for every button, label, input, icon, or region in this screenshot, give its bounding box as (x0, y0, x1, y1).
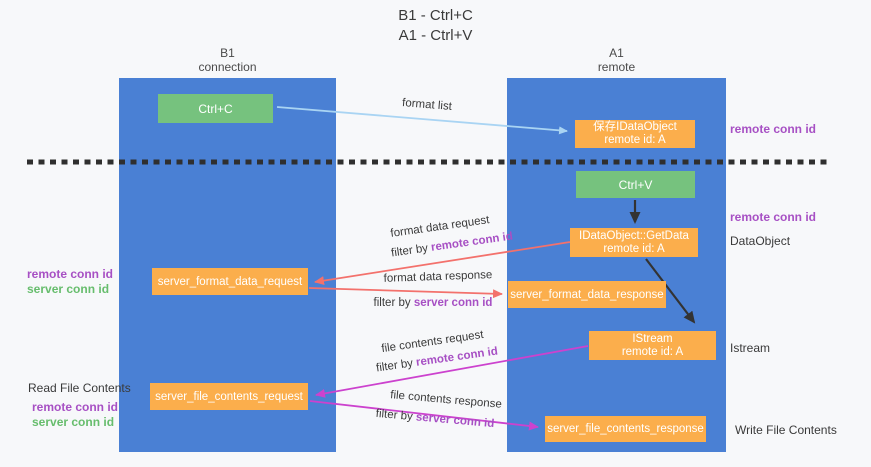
remote-conn-id-label-mid: remote conn id (730, 210, 817, 224)
server-file-contents-response-label: server_file_contents_response (547, 423, 704, 435)
format-list-label: format list (401, 97, 453, 113)
left-remote-conn-id-label: remote conn id (27, 267, 114, 281)
filter-prefix: filter by (390, 242, 429, 260)
lane-a1-name: A1 (609, 46, 624, 60)
lane-b1-name: B1 (220, 46, 235, 60)
save-idataobject-line1: 保存IDataObject (593, 121, 677, 133)
ctrl-v-label: Ctrl+V (618, 177, 653, 192)
filter-id-server-conn: server conn id (413, 297, 493, 309)
file-contents-response-label: file contents response (389, 389, 503, 411)
filter-id-server-conn: server conn id (415, 411, 495, 431)
left-server-conn-id-label: server conn id (27, 282, 110, 296)
server-file-contents-request-box: server_file_contents_request (150, 383, 308, 410)
save-idataobject-box: 保存IDataObject remote id: A (575, 120, 695, 148)
format-data-response-filter-label: filter by server conn id (363, 297, 503, 309)
server-format-data-request-label: server_format_data_request (157, 275, 303, 288)
lane-header-a1: A1 remote (507, 46, 726, 74)
filter-prefix: filter by (373, 297, 411, 309)
istream-line1: IStream (632, 332, 673, 345)
filter-prefix: filter by (375, 357, 414, 375)
save-idataobject-line2: remote id: A (604, 134, 666, 146)
diagram-title: B1 - Ctrl+C A1 - Ctrl+V (0, 6, 871, 46)
istream-line2: remote id: A (621, 345, 684, 358)
ctrl-c-box: Ctrl+C (158, 94, 273, 123)
file-contents-response-filter-label: filter by server conn id (365, 407, 506, 431)
server-format-data-response-box: server_format_data_response (508, 281, 666, 308)
filter-id-remote-conn: remote conn id (415, 345, 499, 369)
read-file-contents-label: Read File Contents (28, 381, 131, 395)
format-data-response-label: format data response (383, 269, 493, 285)
remote-conn-id-label-top: remote conn id (730, 122, 817, 136)
dataobject-label: DataObject (730, 234, 791, 248)
server-format-data-response-label: server_format_data_response (510, 288, 664, 301)
lane-header-b1: B1 connection (119, 46, 336, 74)
ctrl-c-label: Ctrl+C (198, 101, 233, 116)
getdata-line2: remote id: A (603, 242, 665, 255)
left-bottom-remote-conn-id-label: remote conn id (32, 400, 119, 414)
lane-a1-role: remote (597, 60, 636, 74)
server-file-contents-response-box: server_file_contents_response (545, 416, 706, 442)
getdata-line1: IDataObject::GetData (579, 229, 689, 242)
title-line-2: A1 - Ctrl+V (398, 27, 473, 44)
istream-side-label: Istream (730, 341, 771, 355)
server-file-contents-request-label: server_file_contents_request (155, 390, 303, 403)
title-line-1: B1 - Ctrl+C (398, 7, 473, 24)
idataobject-getdata-box: IDataObject::GetData remote id: A (570, 228, 698, 257)
istream-box: IStream remote id: A (589, 331, 716, 360)
left-bottom-server-conn-id-label: server conn id (32, 415, 115, 429)
arrow-format-data-response (308, 287, 503, 299)
server-format-data-request-box: server_format_data_request (152, 268, 308, 295)
filter-id-remote-conn: remote conn id (430, 230, 514, 254)
lane-b1-role: connection (198, 60, 257, 74)
write-file-contents-label: Write File Contents (735, 423, 837, 437)
ctrl-v-box: Ctrl+V (576, 171, 695, 198)
filter-prefix: filter by (375, 407, 414, 424)
